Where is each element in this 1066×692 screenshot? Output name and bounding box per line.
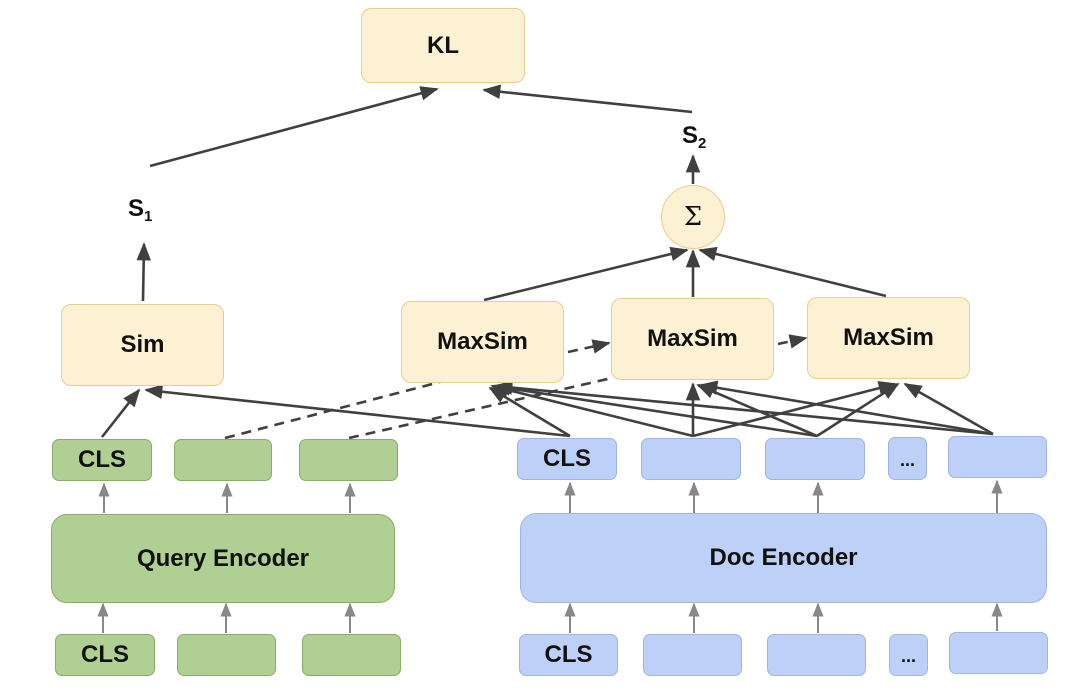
doc-output-token-cls: CLS bbox=[517, 438, 617, 480]
query-encoder: Query Encoder bbox=[51, 514, 395, 603]
edge-s2-to-kl bbox=[482, 84, 693, 114]
doc-output-token bbox=[765, 438, 865, 480]
doc-input-token bbox=[643, 634, 742, 676]
edge-dcls-to-maxsim1 bbox=[488, 386, 571, 438]
edge-dtok3-to-maxsim3 bbox=[903, 382, 994, 436]
edge-dcls-to-sim bbox=[144, 384, 571, 438]
query-input-token bbox=[177, 634, 276, 676]
edge-maxsim1-to-sum bbox=[483, 246, 689, 302]
ellipsis-label: ... bbox=[899, 450, 915, 470]
maxsim-node-3: MaxSim bbox=[807, 297, 970, 379]
maxsim-label: MaxSim bbox=[843, 324, 934, 351]
doc-encoder: Doc Encoder bbox=[520, 513, 1047, 603]
maxsim-label: MaxSim bbox=[437, 328, 528, 355]
edge-maxsim3-to-sum bbox=[698, 246, 887, 298]
query-input-token bbox=[302, 634, 401, 676]
maxsim-node-2: MaxSim bbox=[611, 298, 774, 380]
doc-input-token-cls: CLS bbox=[519, 634, 618, 676]
edge-dtok2-to-maxsim3 bbox=[816, 382, 900, 438]
score-s2-label: S2 bbox=[682, 122, 706, 152]
doc-output-token-ellipsis: ... bbox=[888, 437, 927, 480]
edge-dtok1-to-maxsim3 bbox=[692, 381, 897, 438]
score-s2-subscript: 2 bbox=[698, 135, 707, 152]
doc-input-token-ellipsis: ... bbox=[889, 634, 928, 676]
kl-label: KL bbox=[427, 31, 459, 59]
score-s1-base: S bbox=[128, 195, 145, 222]
token-label: CLS bbox=[78, 446, 126, 473]
doc-input-token bbox=[767, 634, 866, 676]
query-encoder-label: Query Encoder bbox=[136, 544, 310, 572]
kl-loss-node: KL bbox=[361, 8, 525, 83]
query-output-token bbox=[174, 439, 272, 481]
query-output-token bbox=[299, 439, 398, 481]
sim-node: Sim bbox=[61, 304, 224, 386]
query-output-token-cls: CLS bbox=[52, 439, 152, 481]
token-label: CLS bbox=[81, 641, 129, 668]
edge-s1-to-kl bbox=[149, 86, 439, 168]
doc-encoder-label: Doc Encoder bbox=[709, 544, 858, 571]
edge-dtok1-to-maxsim1 bbox=[490, 382, 694, 438]
doc-output-token bbox=[641, 438, 741, 480]
sigma-icon: Σ bbox=[683, 202, 703, 232]
edge-sim-to-s1 bbox=[136, 242, 151, 302]
sim-label: Sim bbox=[120, 331, 165, 358]
ellipsis-label: ... bbox=[900, 646, 916, 666]
edge-dtok3-to-maxsim1 bbox=[494, 380, 994, 436]
maxsim-label: MaxSim bbox=[647, 325, 738, 352]
score-s2-base: S bbox=[682, 122, 699, 149]
edge-qtok2-to-maxsim2 bbox=[348, 376, 613, 440]
edge-maxsim2-to-maxsim3 bbox=[777, 334, 808, 349]
score-s1-subscript: 1 bbox=[144, 208, 153, 225]
score-s1-label: S1 bbox=[128, 195, 152, 225]
edge-qcls-to-sim bbox=[100, 388, 141, 438]
edge-dtok2-to-maxsim1 bbox=[492, 381, 818, 438]
doc-input-token bbox=[949, 632, 1048, 674]
token-label: CLS bbox=[543, 445, 591, 472]
maxsim-node-1: MaxSim bbox=[401, 301, 564, 383]
edge-qtok1-to-maxsim1 bbox=[224, 380, 441, 440]
sum-node: Σ bbox=[661, 185, 725, 249]
query-input-token-cls: CLS bbox=[55, 634, 155, 676]
edge-maxsim1-to-maxsim2 bbox=[567, 339, 611, 354]
token-label: CLS bbox=[544, 641, 593, 668]
doc-output-token bbox=[948, 436, 1047, 478]
edge-dtok2-to-maxsim2 bbox=[696, 383, 818, 438]
edge-dtok3-to-maxsim2 bbox=[699, 380, 994, 436]
